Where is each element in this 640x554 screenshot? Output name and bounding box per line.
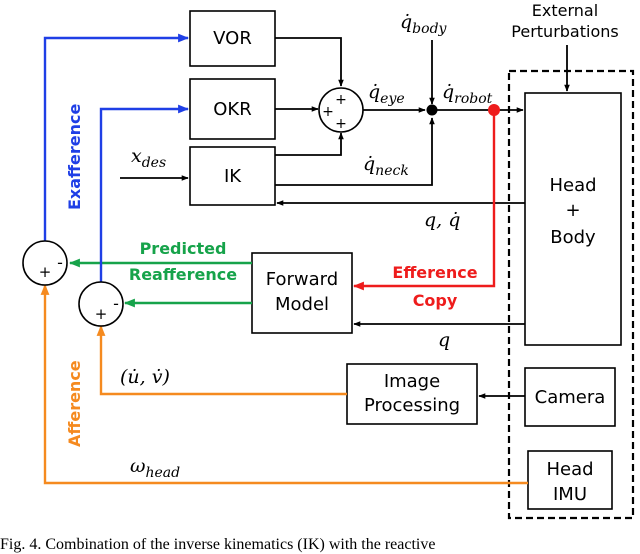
head-body-label-1: Head	[549, 175, 596, 196]
figure-caption: Fig. 4. Combination of the inverse kinem…	[0, 536, 435, 553]
q-body-label: q̇body	[400, 11, 448, 37]
neck-velocity-wire	[275, 117, 435, 186]
image-processing-block: Image Processing	[346, 363, 478, 425]
head-imu-block: Head IMU	[527, 450, 613, 510]
comparator-plus-1: +	[39, 263, 52, 281]
camera-label: Camera	[535, 387, 606, 408]
head-body-label-3: Body	[550, 227, 596, 248]
efference-copy-wire	[352, 110, 496, 291]
image-processing-label-2: Processing	[364, 395, 460, 416]
head-imu-label-2: IMU	[553, 484, 587, 505]
forward-model-label-2: Model	[275, 294, 329, 315]
imu-afference-wire	[40, 283, 528, 485]
vor-label: VOR	[213, 28, 252, 49]
forward-model-label-1: Forward	[266, 269, 338, 290]
head-imu-label-1: Head	[546, 459, 593, 480]
image-processing-label-1: Image	[384, 371, 440, 392]
exafference-label: Exafference	[65, 104, 84, 210]
head-body-block: Head + Body	[524, 92, 622, 346]
sum-plus-top: +	[335, 92, 347, 108]
reafference-label: Reafference	[129, 265, 237, 284]
ik-to-sum-wire	[275, 132, 344, 156]
external-perturbations-label-2: Perturbations	[511, 22, 618, 41]
q-neck-label: q̇neck	[363, 153, 409, 179]
ik-label: IK	[224, 166, 242, 187]
external-perturbations-label-1: External	[532, 1, 598, 20]
x-des-label: xdes	[131, 145, 166, 171]
head-body-label-2: +	[565, 200, 580, 221]
comparator-minus-2: -	[113, 294, 119, 313]
visual-comparator-node: + -	[78, 281, 124, 327]
forward-model-block: Forward Model	[251, 252, 353, 334]
q-label: q	[438, 329, 450, 351]
robot-boundary	[507, 69, 635, 520]
uv-label: (u̇, v̇)	[120, 366, 170, 388]
sum-plus-bottom: +	[335, 116, 347, 132]
q-robot-label: q̇robot	[442, 81, 493, 107]
camera-block: Camera	[524, 367, 616, 427]
exafference-comparator-node: + -	[22, 240, 68, 286]
visual-afference-wire	[96, 324, 347, 396]
exafference-to-okr-wire	[99, 104, 190, 282]
comparator-minus-1: -	[57, 253, 63, 272]
okr-block: OKR	[189, 78, 276, 140]
q-eye-label: q̇eye	[368, 81, 405, 107]
okr-label: OKR	[213, 99, 251, 120]
omega-head-label: ωhead	[130, 455, 180, 481]
comparator-plus-2: +	[95, 305, 108, 323]
ik-block: IK	[189, 146, 276, 206]
copy-label: Copy	[413, 291, 458, 310]
predicted-label: Predicted	[140, 239, 227, 258]
sum-junction-dot	[426, 104, 438, 116]
afference-label: Afference	[65, 360, 84, 447]
efference-label: Efference	[392, 263, 477, 282]
command-summing-node: + + +	[318, 87, 364, 133]
q-qdot-label: q, q̇	[424, 209, 460, 231]
exafference-to-vor-wire	[43, 33, 190, 241]
vor-block: VOR	[189, 10, 276, 67]
sum-plus-left: +	[322, 104, 334, 120]
efference-tap-dot	[488, 104, 500, 116]
vor-to-sum-wire	[275, 37, 344, 87]
